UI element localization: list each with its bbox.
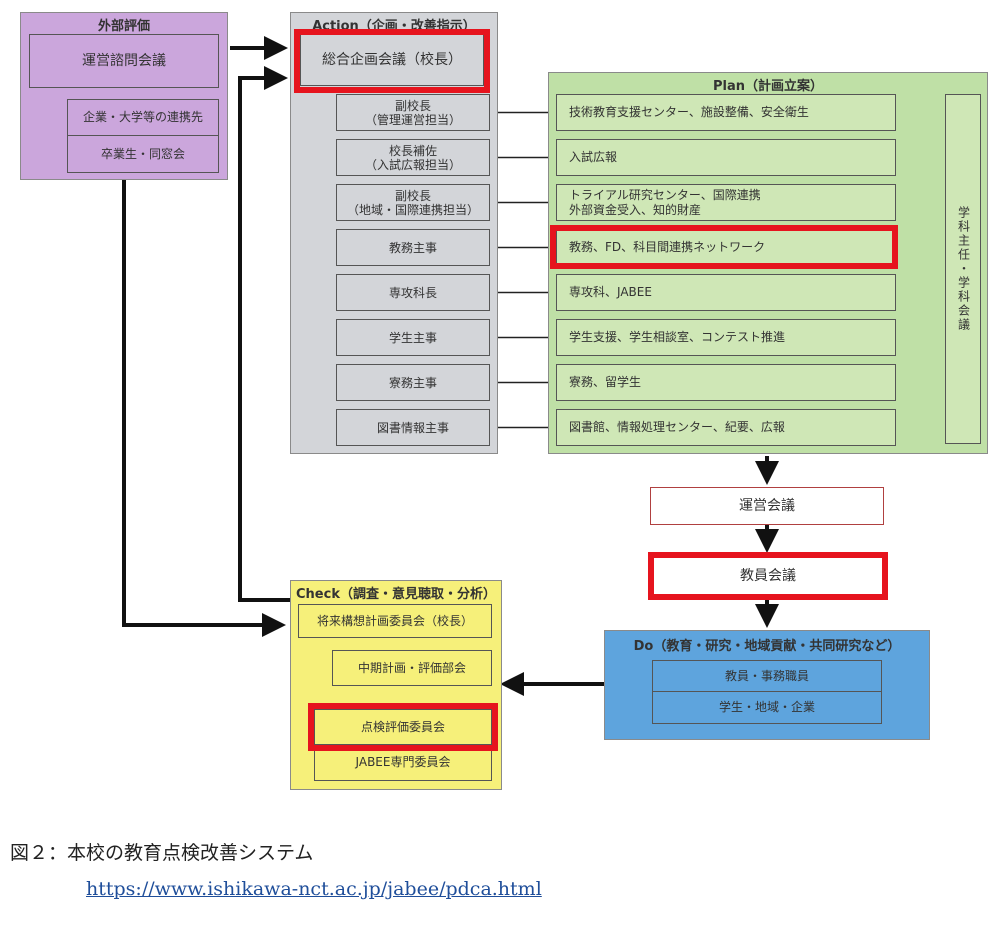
external-title: 外部評価: [97, 19, 150, 34]
arrow-external-to-check: [122, 180, 286, 637]
staff-box[interactable]: 教員・事務職員: [652, 660, 882, 692]
future-planning-committee-box[interactable]: 将来構想計画委員会（校長）: [298, 604, 492, 638]
jabee-committee-box[interactable]: JABEE専門委員会: [314, 745, 492, 781]
arrow-check-to-action: [238, 66, 296, 602]
department-head-meeting-label: 学科主任・学科会議: [956, 206, 971, 332]
external-panel: 外部評価 運営諮問会議 企業・大学等の連携先 卒業生・同窓会: [20, 12, 228, 180]
action-role-box[interactable]: 副校長 （管理運営担当）: [336, 94, 490, 131]
do-panel: Do（教育・研究・地域貢献・共同研究など）: [604, 630, 930, 740]
plan-item-box[interactable]: 教務、FD、科目間連携ネットワーク: [556, 229, 896, 266]
inspection-committee-box[interactable]: 点検評価委員会: [314, 709, 492, 745]
alumni-box[interactable]: 卒業生・同窓会: [67, 136, 219, 173]
management-meeting-box[interactable]: 運営会議: [650, 487, 884, 525]
action-role-box[interactable]: 専攻科長: [336, 274, 490, 311]
plan-item-box[interactable]: 専攻科、JABEE: [556, 274, 896, 311]
plan-item-box[interactable]: 入試広報: [556, 139, 896, 176]
plan-item-box[interactable]: 技術教育支援センター、施設整備、安全衛生: [556, 94, 896, 131]
midterm-plan-committee-box[interactable]: 中期計画・評価部会: [332, 650, 492, 686]
action-role-box[interactable]: 副校長 （地域・国際連携担当）: [336, 184, 490, 221]
action-role-box[interactable]: 学生主事: [336, 319, 490, 356]
do-title: Do（教育・研究・地域貢献・共同研究など）: [633, 639, 901, 654]
plan-item-box[interactable]: 図書館、情報処理センター、紀要、広報: [556, 409, 896, 446]
department-head-meeting-box[interactable]: 学科主任・学科会議: [945, 94, 981, 444]
community-box[interactable]: 学生・地域・企業: [652, 692, 882, 724]
plan-item-box[interactable]: 学生支援、学生相談室、コンテスト推進: [556, 319, 896, 356]
plan-item-box[interactable]: トライアル研究センター、国際連携 外部資金受入、知的財産: [556, 184, 896, 221]
figure-caption: 図２：本校の教育点検改善システム: [10, 842, 314, 864]
source-link[interactable]: https://www.ishikawa-nct.ac.jp/jabee/pdc…: [86, 878, 542, 900]
highlight-general-planning: [294, 29, 490, 93]
advisory-council-box[interactable]: 運営諮問会議: [29, 34, 219, 88]
highlight-inspection-committee: [308, 703, 498, 751]
partners-box[interactable]: 企業・大学等の連携先: [67, 99, 219, 136]
highlight-faculty-meeting: [648, 552, 888, 600]
highlight-academic-affairs: [550, 225, 898, 269]
action-role-box[interactable]: 図書情報主事: [336, 409, 490, 446]
action-role-box[interactable]: 校長補佐 （入試広報担当）: [336, 139, 490, 176]
action-role-box[interactable]: 寮務主事: [336, 364, 490, 401]
plan-title: Plan（計画立案）: [712, 79, 823, 94]
action-role-box[interactable]: 教務主事: [336, 229, 490, 266]
plan-item-box[interactable]: 寮務、留学生: [556, 364, 896, 401]
check-title: Check（調査・意見聴取・分析）: [296, 587, 496, 602]
faculty-meeting-box[interactable]: 教員会議: [653, 557, 883, 595]
